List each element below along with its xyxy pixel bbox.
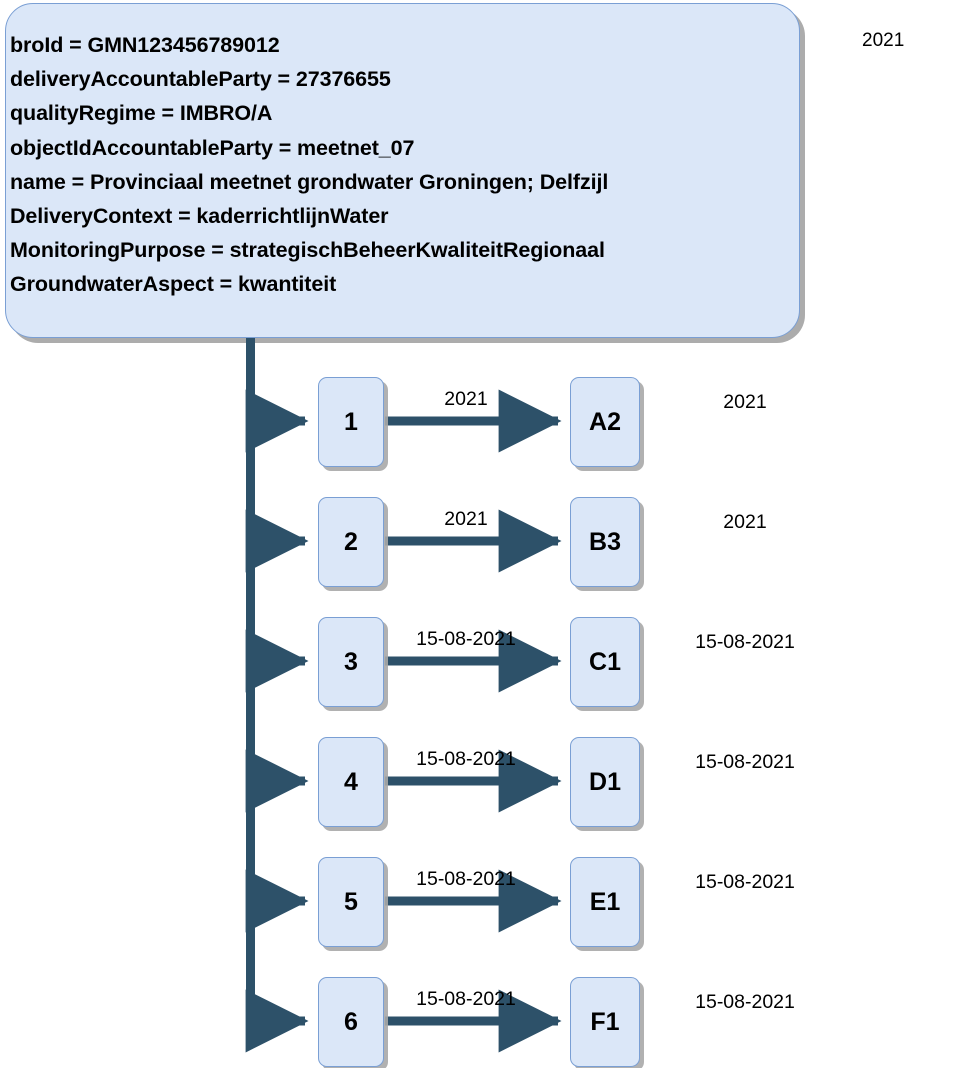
monitoring-network-info-panel: broId = GMN123456789012 deliveryAccounta… bbox=[5, 3, 800, 338]
target-node-a2[interactable]: A2 bbox=[570, 377, 640, 467]
target-node-f1[interactable]: F1 bbox=[570, 977, 640, 1067]
branch-arrow-row-4 bbox=[245, 749, 309, 813]
target-node-a2-label: A2 bbox=[589, 407, 621, 436]
target-node-e1-label: E1 bbox=[589, 887, 621, 916]
branch-arrow-row-1 bbox=[245, 389, 309, 453]
edge-label-row-4: 15-08-2021 bbox=[416, 748, 516, 770]
source-node-1[interactable]: 1 bbox=[318, 377, 384, 467]
info-line-quality-regime: qualityRegime = IMBRO/A bbox=[10, 101, 273, 126]
panel-year-label: 2021 bbox=[862, 30, 905, 51]
info-line-monitoring-purpose: MonitoringPurpose = strategischBeheerKwa… bbox=[10, 238, 605, 263]
branch-arrow-row-3 bbox=[245, 629, 309, 693]
edge-label-row-5: 15-08-2021 bbox=[416, 868, 516, 890]
row-date-label-1: 2021 bbox=[723, 391, 767, 413]
info-line-delivery-accountable-party: deliveryAccountableParty = 27376655 bbox=[10, 67, 391, 92]
info-line-delivery-context: DeliveryContext = kaderrichtlijnWater bbox=[10, 204, 389, 229]
source-node-6-label: 6 bbox=[344, 1007, 358, 1036]
info-line-groundwater-aspect: GroundwaterAspect = kwantiteit bbox=[10, 272, 337, 297]
target-node-c1-label: C1 bbox=[589, 647, 621, 676]
edge-label-row-2: 2021 bbox=[444, 508, 488, 530]
info-line-broid: broId = GMN123456789012 bbox=[10, 33, 280, 57]
source-node-5-label: 5 bbox=[344, 887, 358, 916]
source-node-1-label: 1 bbox=[344, 407, 358, 436]
row-date-label-6: 15-08-2021 bbox=[695, 991, 795, 1013]
info-line-name: name = Provinciaal meetnet grondwater Gr… bbox=[10, 169, 609, 194]
source-node-4-label: 4 bbox=[344, 767, 358, 796]
branch-arrow-row-2 bbox=[245, 509, 309, 573]
row-date-label-3: 15-08-2021 bbox=[695, 631, 795, 653]
target-node-d1[interactable]: D1 bbox=[570, 737, 640, 827]
row-date-label-4: 15-08-2021 bbox=[695, 751, 795, 773]
source-node-2-label: 2 bbox=[344, 527, 358, 556]
source-node-6[interactable]: 6 bbox=[318, 977, 384, 1067]
branch-arrow-row-6 bbox=[245, 989, 309, 1053]
edge-label-row-3: 15-08-2021 bbox=[416, 628, 516, 650]
source-node-2[interactable]: 2 bbox=[318, 497, 384, 587]
target-node-f1-label: F1 bbox=[590, 1007, 620, 1036]
target-node-b3[interactable]: B3 bbox=[570, 497, 640, 587]
target-node-c1[interactable]: C1 bbox=[570, 617, 640, 707]
target-node-e1[interactable]: E1 bbox=[570, 857, 640, 947]
source-node-3[interactable]: 3 bbox=[318, 617, 384, 707]
edge-label-row-1: 2021 bbox=[444, 388, 488, 410]
source-node-4[interactable]: 4 bbox=[318, 737, 384, 827]
branch-arrow-row-5 bbox=[245, 869, 309, 933]
edge-label-row-6: 15-08-2021 bbox=[416, 988, 516, 1010]
source-node-3-label: 3 bbox=[344, 647, 358, 676]
target-node-d1-label: D1 bbox=[589, 767, 621, 796]
info-line-object-id-accountable-party: objectIdAccountableParty = meetnet_07 bbox=[10, 135, 415, 160]
source-node-5[interactable]: 5 bbox=[318, 857, 384, 947]
row-date-label-5: 15-08-2021 bbox=[695, 871, 795, 893]
target-node-b3-label: B3 bbox=[589, 527, 621, 556]
row-date-label-2: 2021 bbox=[723, 511, 767, 533]
info-panel-lines: broId = GMN123456789012 deliveryAccounta… bbox=[10, 28, 793, 302]
